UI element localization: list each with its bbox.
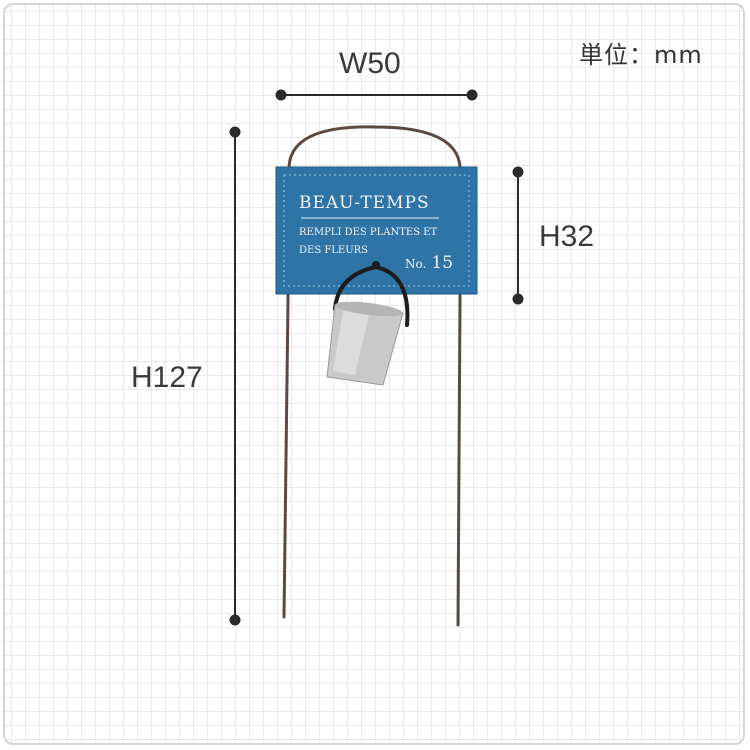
plant-stake-illustration [275,125,478,627]
bucket-handle [333,265,410,327]
height-label: H127 [131,361,203,394]
bucket-rim [335,301,403,317]
dimension-lines [229,89,524,626]
sign-number: No. 15 [405,253,453,273]
bucket-highlight [333,311,369,375]
sign-line-2: DES FLEURS [299,245,369,256]
sign-border-decoration [283,174,470,287]
sign-height-dimension [512,166,524,305]
diagram-frame: BEAU-TEMPS REMPLI DES PLANTES ET DES FLE… [3,3,745,745]
width-label: W50 [339,47,401,80]
unit-label: 単位：mm [579,41,703,69]
sign-line-1: REMPLI DES PLANTES ET [299,227,438,238]
sign-height-label: H32 [539,220,595,253]
sign-number-prefix: No. [405,257,427,271]
height-dimension [229,126,241,626]
wire-frame [282,125,462,627]
sign-number-value: 15 [431,253,454,273]
width-dimension [275,89,478,101]
sign-board [275,166,478,295]
sign-title: BEAU-TEMPS [299,193,430,213]
